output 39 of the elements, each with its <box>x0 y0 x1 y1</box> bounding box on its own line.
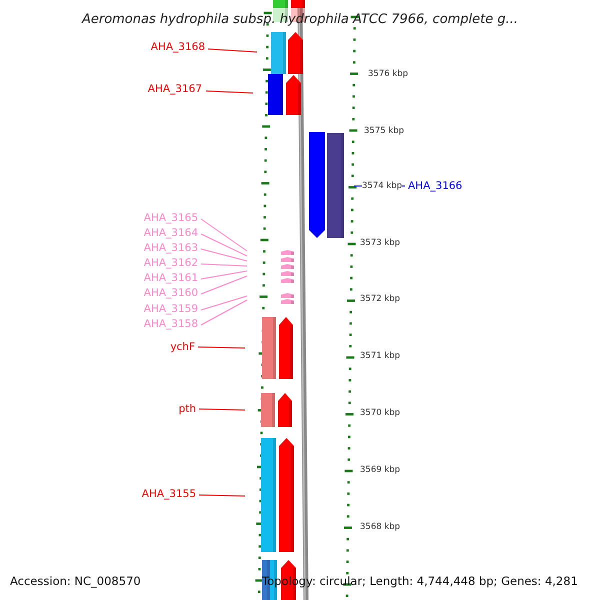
gene-label: AHA_3159 <box>144 304 198 314</box>
scale-label: 3574 kbp <box>362 182 402 190</box>
leader-line <box>206 90 254 94</box>
leader-line <box>200 234 248 256</box>
leader-line <box>200 218 248 252</box>
scale-label: 3573 kbp <box>360 238 400 248</box>
leader-line <box>198 408 246 410</box>
gene-label: ychF <box>170 342 195 352</box>
gene-label: AHA_3158 <box>144 318 198 330</box>
scale-label: 3576 kbp <box>368 70 408 78</box>
gene-label: AHA_3160 <box>144 288 198 298</box>
scale-label: 3572 kbp <box>360 294 400 304</box>
gene-label: AHA_3165 <box>144 212 198 224</box>
scale-label: 3575 kbp <box>364 126 404 136</box>
leader-line <box>200 276 248 294</box>
gene-label: AHA_3163 <box>144 242 198 254</box>
leader-line <box>208 48 258 52</box>
accession-text: Accession: NC_008570 <box>10 576 141 588</box>
scale-label: 3569 kbp <box>360 466 400 474</box>
scale-label: 3570 kbp <box>360 408 400 418</box>
gene-label: AHA_3161 <box>144 272 198 284</box>
leader-line <box>198 346 246 348</box>
title: Aeromonas hydrophila subsp. hydrophila ATCC 7966, complete g... <box>80 12 520 26</box>
gene-label: AHA_3166 <box>408 180 462 192</box>
gene-label: AHA_3168 <box>150 42 205 52</box>
gene-label: AHA_3155 <box>142 488 196 500</box>
leader-line <box>200 296 248 310</box>
gene-label: AHA_3164 <box>144 228 198 238</box>
scale-label: 3568 kbp <box>360 522 400 532</box>
leader-line <box>198 494 246 496</box>
scale-label: 3571 kbp <box>360 352 400 360</box>
leader-line <box>200 248 248 262</box>
genome-summary-text: Topology: circular; Length: 4,744,448 bp; Genes: 4,281 <box>262 576 578 588</box>
leader-line <box>200 270 248 280</box>
gene-label: pth <box>178 404 196 414</box>
leader-line <box>200 264 248 266</box>
leader-line <box>200 300 248 326</box>
gene-label: AHA_3167 <box>148 84 202 94</box>
gene-label: AHA_3162 <box>144 258 198 268</box>
